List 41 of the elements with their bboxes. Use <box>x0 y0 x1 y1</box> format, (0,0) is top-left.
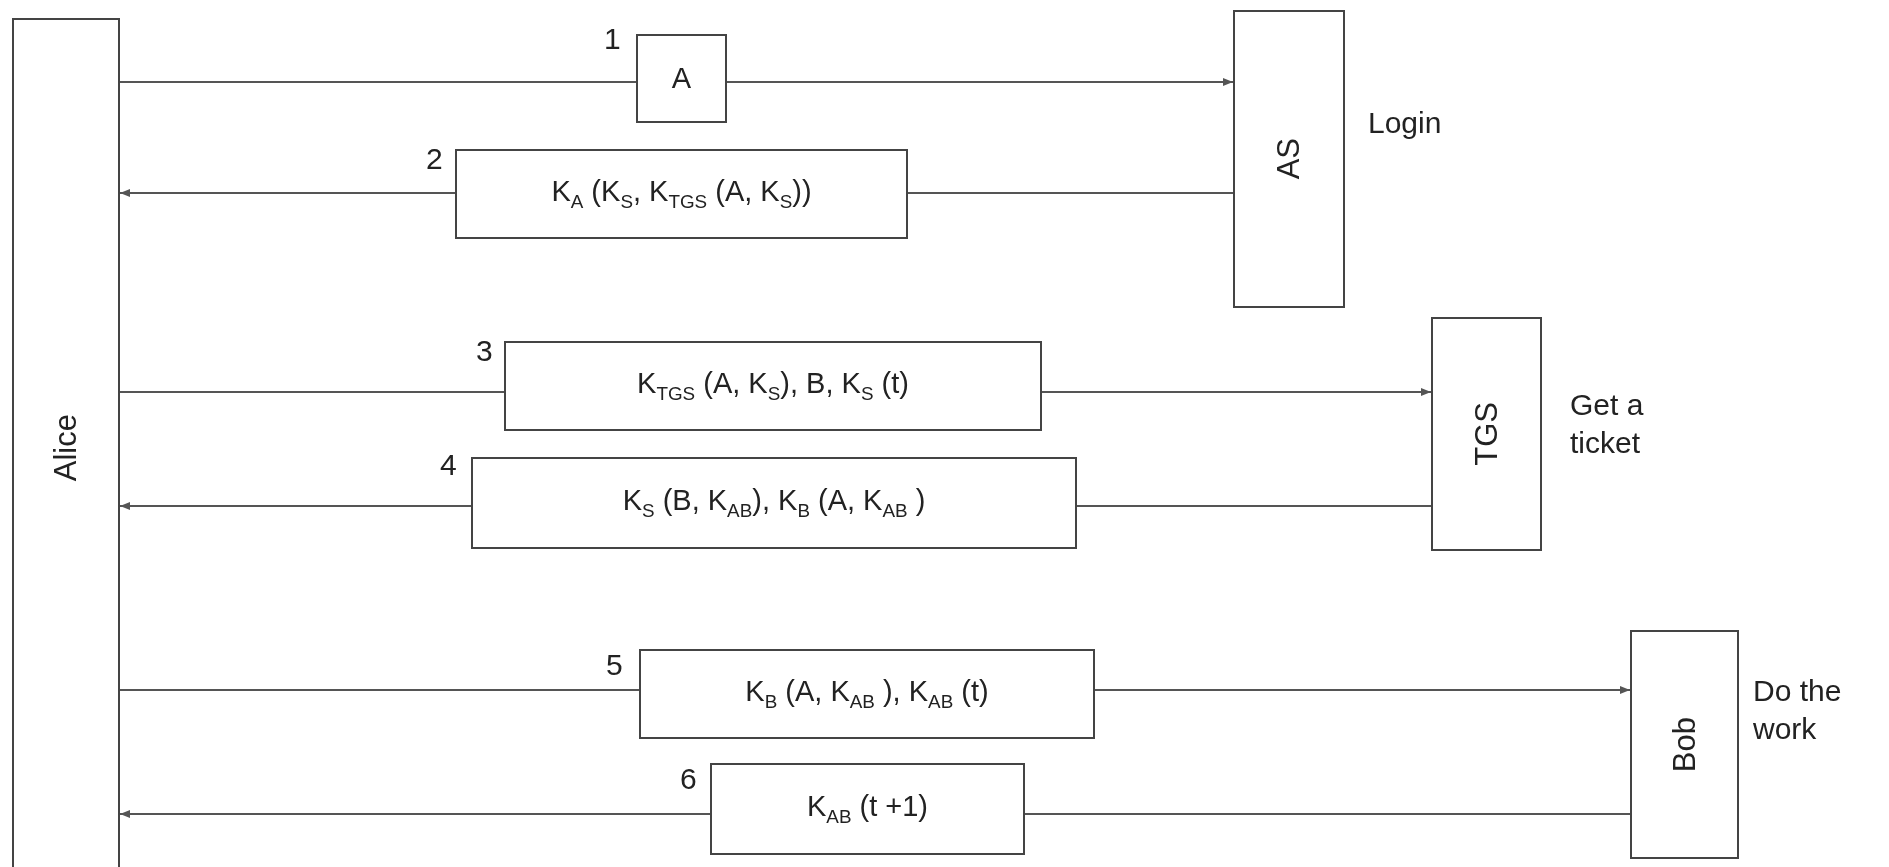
message-label: K$_{A}$ (K$_{S}$, K$_{TGS}$ (A, K$_{S}$)) <box>551 175 812 213</box>
connector-line <box>119 391 505 393</box>
arrow <box>726 78 1234 86</box>
arrow <box>119 502 472 510</box>
participant-box <box>1630 630 1739 859</box>
participant-box <box>1233 10 1345 308</box>
step-number: 4 <box>440 447 457 483</box>
arrow <box>1094 686 1631 694</box>
arrow <box>119 810 711 818</box>
message-box <box>636 34 727 123</box>
participant-label: AS <box>1271 138 1307 180</box>
step-number: 5 <box>606 647 623 683</box>
step-number: 6 <box>680 761 697 797</box>
step-number: 1 <box>604 21 621 57</box>
message-box <box>471 457 1077 549</box>
connector-line <box>1076 505 1432 507</box>
step-number: 3 <box>476 333 493 369</box>
arrow <box>119 189 456 197</box>
message-box <box>639 649 1095 739</box>
participant-box <box>1431 317 1542 551</box>
message-box <box>455 149 908 239</box>
step-description: Login <box>1368 105 1443 141</box>
message-label: K$_{AB}$ (t +1) <box>806 790 928 828</box>
participant-label: Bob <box>1666 716 1703 773</box>
connector-line <box>1024 813 1631 815</box>
connector-line <box>119 689 640 691</box>
message-label: K$_{TGS}$ (A, K$_{S}$), B, K$_{S}$ (t) <box>637 367 909 405</box>
connector-line <box>119 81 637 83</box>
arrow <box>1041 388 1432 396</box>
message-box <box>710 763 1025 855</box>
participant-label: Alice <box>48 414 84 482</box>
connector-line <box>907 192 1234 194</box>
message-box <box>504 341 1042 431</box>
message-label: K$_{S}$ (B, K$_{AB}$), K$_{B}$ (A, K$_{AB}$ ) <box>622 484 926 522</box>
message-label: K$_{B}$ (A, K$_{AB}$ ), K$_{AB}$ (t) <box>745 675 989 713</box>
participant-label: TGS <box>1468 402 1505 466</box>
step-description: Do the work <box>1753 673 1843 747</box>
participant-box <box>12 18 120 867</box>
step-description: Get a ticket <box>1570 387 1645 461</box>
message-label: A <box>671 62 692 95</box>
step-number: 2 <box>426 141 443 177</box>
